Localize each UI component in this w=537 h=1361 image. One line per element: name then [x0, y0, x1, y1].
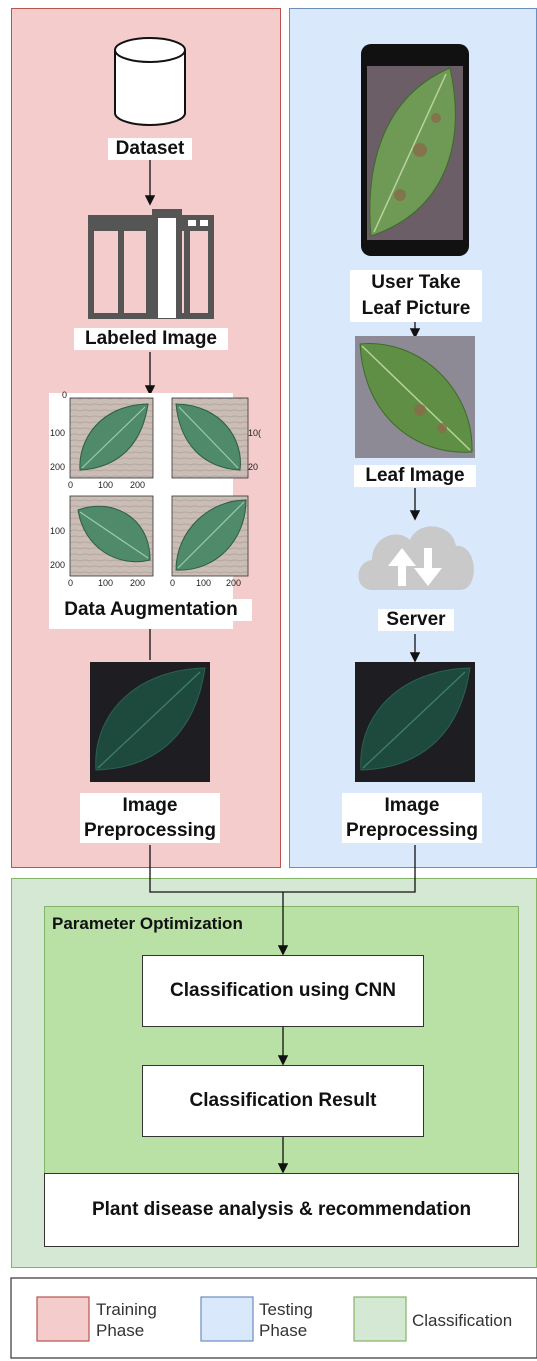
labeled-image-label: Labeled Image: [74, 328, 228, 350]
plant-disease-analysis-box: Plant disease analysis & recommendation: [44, 1173, 519, 1247]
leaf-image: [355, 336, 475, 458]
testing-preprocessed-leaf-image: [355, 662, 475, 782]
legend-testing-line1: Testing: [259, 1300, 313, 1319]
testing-preprocessing-line1: Image: [384, 795, 440, 816]
augmentation-plot-grid: [49, 393, 249, 629]
legend-training-label: Training Phase: [96, 1299, 157, 1341]
user-take-line1: User Take: [371, 272, 461, 293]
ytick-100-top: 100: [50, 428, 66, 438]
ytick-0-top: 0: [62, 390, 68, 400]
xtick-200-bottom-right: 200: [226, 578, 242, 588]
xtick-0-bottom-right: 0: [170, 578, 176, 588]
phone-icon: [361, 44, 469, 256]
xtick-100-bottom-right: 100: [196, 578, 212, 588]
legend-swatch-training: [36, 1296, 90, 1342]
ytick-100-bottom: 100: [50, 526, 66, 536]
legend-testing-label: Testing Phase: [259, 1299, 313, 1341]
cnn-classification-box: Classification using CNN: [142, 955, 424, 1027]
data-augmentation-label: Data Augmentation: [50, 599, 252, 621]
connector-testing-merge: [283, 845, 416, 893]
server-label: Server: [378, 609, 454, 631]
connector-training-merge: [149, 845, 283, 893]
xtick-100-top: 100: [98, 480, 114, 490]
ytick-200-bottom: 200: [50, 560, 66, 570]
legend-frame: [10, 1277, 537, 1359]
legend-training-line1: Training: [96, 1300, 157, 1319]
legend-testing-line2: Phase: [259, 1321, 308, 1340]
testing-preprocessing-line2: Preprocessing: [346, 820, 478, 841]
training-preprocessed-leaf-image: [90, 662, 210, 782]
xtick-200-top: 200: [130, 480, 146, 490]
user-take-line2: Leaf Picture: [361, 298, 471, 319]
user-take-picture-label: User Take Leaf Picture: [350, 270, 482, 322]
training-preprocessing-label: Image Preprocessing: [80, 793, 220, 843]
parameter-optimization-title: Parameter Optimization: [52, 914, 243, 933]
xtick-200-bottom: 200: [130, 578, 146, 588]
ytick-200-top: 200: [50, 462, 66, 472]
classification-result-box: Classification Result: [142, 1065, 424, 1137]
partial-tick-200: 20: [248, 462, 259, 472]
xtick-0-top: 0: [68, 480, 74, 490]
testing-preprocessing-label: Image Preprocessing: [342, 793, 482, 843]
training-preprocessing-line1: Image: [122, 795, 178, 816]
training-preprocessing-line2: Preprocessing: [84, 820, 216, 841]
database-icon: [114, 37, 186, 126]
leaf-image-label: Leaf Image: [354, 465, 476, 487]
legend-classification-label: Classification: [412, 1311, 513, 1330]
legend-swatch-classification: [353, 1296, 407, 1342]
dataset-label: Dataset: [108, 138, 192, 160]
labeled-image-icon: [88, 209, 214, 319]
legend-training-line2: Phase: [96, 1321, 145, 1340]
cloud-server-icon: [358, 526, 474, 590]
partial-tick-100: 10(: [248, 428, 262, 438]
legend-swatch-testing: [200, 1296, 254, 1342]
xtick-0-bottom: 0: [68, 578, 74, 588]
xtick-100-bottom: 100: [98, 578, 114, 588]
